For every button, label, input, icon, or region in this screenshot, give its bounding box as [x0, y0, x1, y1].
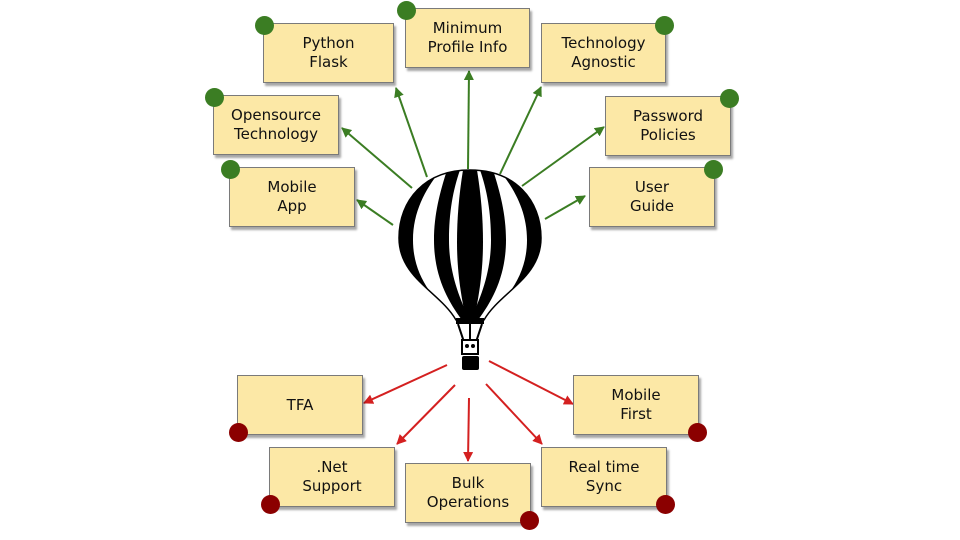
green-pin-icon — [255, 16, 274, 35]
arrow-to-technology-agnostic — [499, 86, 542, 175]
note-line-2: Sync — [585, 477, 623, 495]
technology-agnostic-note: Technology Agnostic — [541, 16, 674, 83]
hot-air-balloon-icon — [398, 169, 542, 370]
green-pin-icon — [221, 160, 240, 179]
bulk-operations-note: Bulk Operations — [405, 463, 539, 530]
note-line-2: Operations — [426, 493, 510, 511]
note-line-1: Python — [302, 34, 355, 52]
note-line-2: Policies — [640, 126, 696, 144]
arrow-to-net-support — [396, 384, 456, 445]
green-pin-icon — [655, 16, 674, 35]
note-line-2: Guide — [629, 197, 675, 215]
note-line-1: .Net — [316, 458, 348, 476]
minimum-profile-info-note: Minimum Profile Info — [397, 1, 530, 68]
note-line-1: Password — [632, 107, 704, 125]
arrow-to-python-flask — [394, 87, 428, 178]
user-guide-note: User Guide — [589, 160, 723, 227]
note-line-2: Profile Info — [427, 38, 508, 56]
arrow-to-opensource-technology — [341, 127, 413, 189]
arrow-to-bulk-operations — [463, 397, 474, 462]
python-flask-note: Python Flask — [255, 16, 394, 83]
green-pin-icon — [397, 1, 416, 20]
note-line-1: Mobile — [611, 386, 661, 404]
arrow-to-tfa — [363, 364, 448, 404]
tfa-note: TFA — [229, 375, 363, 442]
real-time-sync-note: Real time Sync — [541, 447, 675, 514]
arrow-to-user-guide — [544, 195, 586, 220]
note-line-2: Support — [302, 477, 362, 495]
note-line-2: Flask — [309, 53, 348, 71]
net-support-note: .Net Support — [261, 447, 395, 514]
red-pin-icon — [261, 495, 280, 514]
note-line-1: Bulk — [451, 474, 485, 492]
mobile-app-note: Mobile App — [221, 160, 355, 227]
note-line-2: Agnostic — [571, 53, 636, 71]
green-pin-icon — [704, 160, 723, 179]
note-line-1: Minimum — [432, 19, 503, 37]
note-line-2: First — [620, 405, 652, 423]
arrow-to-real-time-sync — [485, 383, 543, 445]
note-line-1: User — [634, 178, 670, 196]
note-line-2: Technology — [233, 125, 319, 143]
note-line-1: Mobile — [267, 178, 317, 196]
note-line-1: Real time — [568, 458, 640, 476]
arrow-to-mobile-first — [488, 360, 574, 405]
arrow-to-password-policies — [521, 126, 605, 187]
password-policies-note: Password Policies — [605, 89, 739, 156]
red-pin-icon — [656, 495, 675, 514]
opensource-technology-note: Opensource Technology — [205, 88, 339, 155]
note-line-1: Opensource — [231, 106, 321, 124]
note-line-1: Technology — [561, 34, 646, 52]
red-pin-icon — [520, 511, 539, 530]
mobile-first-note: Mobile First — [573, 375, 707, 442]
arrow-to-minimum-profile-info — [463, 70, 474, 170]
red-pin-icon — [688, 423, 707, 442]
arrow-to-mobile-app — [356, 199, 394, 226]
green-pin-icon — [720, 89, 739, 108]
green-pin-icon — [205, 88, 224, 107]
note-line-1: TFA — [286, 395, 314, 414]
red-pin-icon — [229, 423, 248, 442]
note-line-2: App — [277, 197, 307, 215]
